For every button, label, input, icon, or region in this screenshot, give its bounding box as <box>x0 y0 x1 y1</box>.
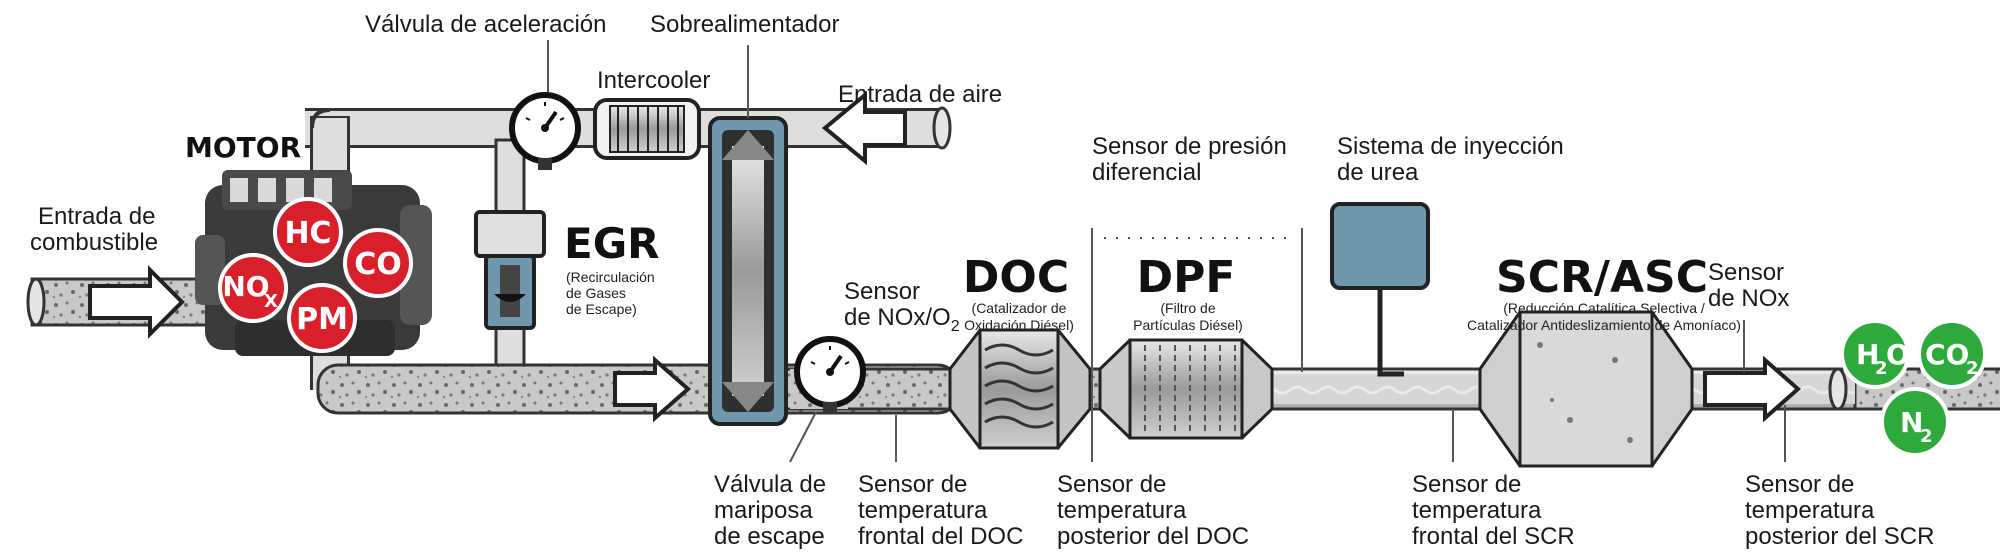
svg-text:O: O <box>1886 338 1910 371</box>
supercharger-label: Sobrealimentador <box>650 11 839 38</box>
throttle-valve-label: Válvula de aceleración <box>365 11 607 38</box>
doc-rear-temp-label-line: temperatura <box>1057 497 1187 524</box>
svg-text:2: 2 <box>1875 358 1888 379</box>
scr-subtitle-line: Catalizador Antideslizamiento de Amoníac… <box>1467 317 1741 333</box>
fuel-intake-label-line: combustible <box>30 229 158 256</box>
doc-front-temp-label-line: Sensor de <box>858 471 967 498</box>
intercooler-label: Intercooler <box>597 67 710 94</box>
dpf-subtitle-line: Partículas Diésel) <box>1133 317 1243 333</box>
egr-subtitle-line: de Escape) <box>566 301 637 317</box>
clean-gas-n2-bubble: N 2 <box>1880 387 1950 457</box>
pollutant-co-bubble: CO <box>343 228 413 298</box>
dp-sensor-label-line: Sensor de presión <box>1092 133 1287 160</box>
intercooler <box>593 98 701 160</box>
pollutant-pm-bubble: PM <box>287 283 357 353</box>
dpf-filter <box>1098 338 1274 440</box>
nox-sensor-label-line: Sensor <box>1708 259 1784 286</box>
flow-arrow-exhaust <box>613 355 692 423</box>
pollutant-hc-bubble: HC <box>273 197 343 267</box>
dpf-subtitle-line: (Filtro de <box>1160 300 1215 316</box>
dp-sensor-label-line: diferencial <box>1092 159 1201 186</box>
scr-front-temp-label-line: frontal del SCR <box>1412 523 1575 550</box>
scr-rear-temp-label-line: Sensor de <box>1745 471 1854 498</box>
doc-catalyst <box>948 328 1092 450</box>
doc-rear-temp-label-line: Sensor de <box>1057 471 1166 498</box>
scr-asc-title: SCR/ASC <box>1496 252 1708 303</box>
butterfly-valve-label-line: de escape <box>714 523 825 550</box>
scr-subtitle-line: (Reducción Catalítica Selectiva / <box>1503 300 1705 316</box>
doc-front-temp-label-line: temperatura <box>858 497 988 524</box>
flow-arrow-outlet <box>1703 355 1802 423</box>
scr-asc-catalyst <box>1478 310 1694 468</box>
svg-text:CO: CO <box>354 247 402 282</box>
butterfly-valve-label-line: Válvula de <box>714 471 826 498</box>
egr-subtitle-line: de Gases <box>566 285 626 301</box>
doc-subtitle-line: (Catalizador de <box>972 300 1067 316</box>
svg-text:HC: HC <box>284 216 331 251</box>
svg-text:H: H <box>1856 338 1879 371</box>
svg-text:2: 2 <box>1920 426 1933 447</box>
throttle-valve-gauge <box>509 92 581 170</box>
butterfly-valve-leader <box>789 411 817 463</box>
engine-label: MOTOR <box>185 131 301 164</box>
doc-subtitle-line: Oxidación Diésel) <box>964 317 1074 333</box>
doc-title: DOC <box>963 252 1069 303</box>
scr-rear-temp-label-line: posterior del SCR <box>1745 523 1934 550</box>
egr-title: EGR <box>564 219 660 268</box>
air-intake-label: Entrada de aire <box>838 81 1002 108</box>
dpf-title: DPF <box>1137 252 1236 303</box>
svg-text:N: N <box>1900 406 1923 439</box>
svg-text:PM: PM <box>296 302 348 337</box>
doc-rear-temp-label-line: posterior del DOC <box>1057 523 1249 550</box>
urea-injection-label-line: de urea <box>1337 159 1419 186</box>
butterfly-valve-label-line: mariposa <box>714 497 813 524</box>
nox-o2-sensor-label-line: Sensor <box>844 278 920 305</box>
flow-arrow-air <box>821 90 907 166</box>
scr-front-temp-label-line: Sensor de <box>1412 471 1521 498</box>
nox-sensor-label-line: de NOx <box>1708 285 1789 312</box>
svg-text:2: 2 <box>1966 358 1979 379</box>
pollutant-nox-bubble: NO X <box>218 253 288 323</box>
flow-arrow-fuel <box>88 265 185 339</box>
fuel-intake-label-line: Entrada de <box>38 203 155 230</box>
doc-front-temp-label-line: frontal del DOC <box>858 523 1023 550</box>
clean-gas-co2-bubble: CO 2 <box>1917 319 1987 389</box>
scr-rear-temp-label-line: temperatura <box>1745 497 1875 524</box>
butterfly-valve-gauge <box>790 336 866 414</box>
clean-gas-h2o-bubble: H 2 O <box>1840 319 1910 389</box>
egr-valve <box>474 210 546 330</box>
supercharger <box>708 45 788 426</box>
scr-front-temp-label-line: temperatura <box>1412 497 1542 524</box>
urea-injection-label-line: Sistema de inyección <box>1337 133 1564 160</box>
urea-tank <box>1330 202 1430 377</box>
svg-text:X: X <box>264 291 278 312</box>
svg-text:NO: NO <box>222 270 269 303</box>
svg-text:CO: CO <box>1925 338 1969 371</box>
egr-subtitle-line: (Recirculación <box>566 269 655 285</box>
nox-o2-sensor-label-line: de NOx/O2 <box>844 304 960 335</box>
